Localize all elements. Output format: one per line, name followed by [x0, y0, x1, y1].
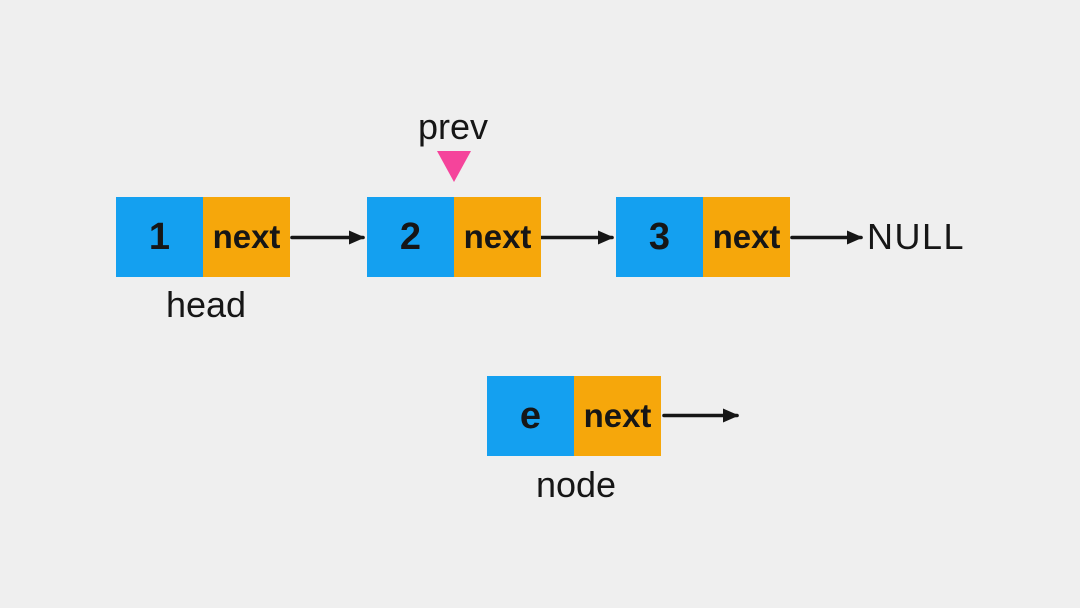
detached-node-value-cell: e	[487, 376, 574, 456]
node-3-next-cell: next	[703, 197, 790, 277]
node-2-value-cell: 2	[367, 197, 454, 277]
prev-pointer-icon	[437, 151, 471, 182]
node-2-next-cell: next	[454, 197, 541, 277]
list-node-3: 3 next	[616, 197, 790, 277]
null-label: NULL	[867, 216, 966, 258]
head-label: head	[165, 284, 247, 325]
detached-node: e next	[487, 376, 661, 456]
node-1-value-cell: 1	[116, 197, 203, 277]
detached-node-next-cell: next	[574, 376, 661, 456]
list-node-2: 2 next	[367, 197, 541, 277]
list-node-1: 1 next	[116, 197, 290, 277]
node-label: node	[535, 464, 617, 505]
prev-label: prev	[417, 106, 489, 147]
node-3-value-cell: 3	[616, 197, 703, 277]
node-1-next-cell: next	[203, 197, 290, 277]
